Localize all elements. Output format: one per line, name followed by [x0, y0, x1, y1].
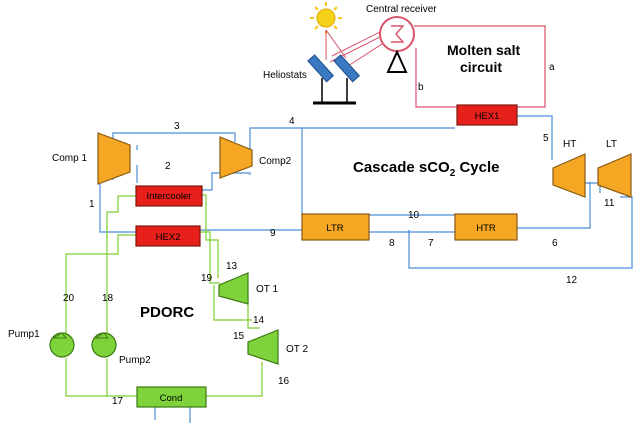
compressor-1-icon — [97, 132, 131, 185]
stream-9: 9 — [270, 228, 276, 239]
comp2-label: Comp2 — [259, 156, 292, 167]
pump-1-icon — [49, 332, 75, 358]
stream-10: 10 — [408, 210, 420, 221]
stream-2: 2 — [165, 161, 171, 172]
stream-14: 14 — [253, 315, 265, 326]
central-receiver-icon — [379, 16, 415, 73]
stream-b: b — [418, 82, 424, 93]
stream-17: 17 — [112, 396, 124, 407]
hex1-box: HEX1 — [456, 104, 518, 126]
molten-salt-title: Molten salt — [447, 42, 520, 58]
ot2-label: OT 2 — [286, 344, 308, 355]
ot1-label: OT 1 — [256, 284, 278, 295]
molten-salt-subtitle: circuit — [460, 59, 502, 75]
molten-salt-lines — [414, 25, 546, 108]
compressor-2-icon — [219, 136, 253, 179]
stream-4: 4 — [289, 116, 295, 127]
comp1-label: Comp 1 — [52, 153, 87, 164]
htr-box: HTR — [454, 213, 518, 241]
stream-18: 18 — [102, 293, 114, 304]
stream-numbers: 1 2 3 4 5 6 7 8 9 10 11 12 13 14 15 16 1… — [63, 116, 615, 407]
stream-1: 1 — [89, 199, 95, 210]
pump2-label: Pump2 — [119, 355, 151, 366]
hex2-box: HEX2 — [135, 225, 201, 247]
stream-3: 3 — [174, 121, 180, 132]
stream-13: 13 — [226, 261, 238, 272]
hex1-label: HEX1 — [475, 111, 500, 122]
orc-turbine-1-icon — [218, 272, 249, 305]
stream-12: 12 — [566, 275, 578, 286]
cond-label: Cond — [160, 393, 183, 404]
orc-turbine-2-icon — [247, 329, 279, 365]
stream-11: 11 — [604, 198, 615, 209]
pump1-label: Pump1 — [8, 329, 40, 340]
stream-15: 15 — [233, 331, 245, 342]
heliostats-icon — [307, 54, 361, 105]
intercooler-box: Intercooler — [135, 185, 203, 207]
pump-2-icon — [91, 332, 117, 358]
stream-5: 5 — [543, 133, 549, 144]
heliostats-label: Heliostats — [263, 70, 307, 81]
stream-19: 19 — [201, 273, 213, 284]
orc-lines — [65, 194, 263, 397]
pdorc-title: PDORC — [140, 304, 194, 321]
ltr-box: LTR — [301, 213, 370, 241]
low-temp-turbine-icon — [597, 153, 632, 198]
cascade-title: Cascade sCO2 Cycle — [353, 159, 499, 179]
stream-6: 6 — [552, 238, 558, 249]
stream-7: 7 — [428, 238, 434, 249]
hex2-label: HEX2 — [156, 232, 181, 243]
stream-a: a — [549, 62, 555, 73]
central-receiver-label: Central receiver — [366, 4, 437, 15]
htr-label: HTR — [476, 223, 496, 234]
stream-20: 20 — [63, 293, 75, 304]
cooling-water-arrows — [154, 405, 191, 423]
high-temp-turbine-icon — [552, 153, 586, 198]
ltr-label: LTR — [326, 223, 343, 234]
lt-label: LT — [606, 139, 617, 150]
sun-icon — [310, 2, 342, 34]
cond-box: Cond — [136, 386, 207, 408]
intercooler-label: Intercooler — [147, 191, 192, 202]
stream-16: 16 — [278, 376, 290, 387]
ht-label: HT — [563, 139, 576, 150]
stream-8: 8 — [389, 238, 395, 249]
